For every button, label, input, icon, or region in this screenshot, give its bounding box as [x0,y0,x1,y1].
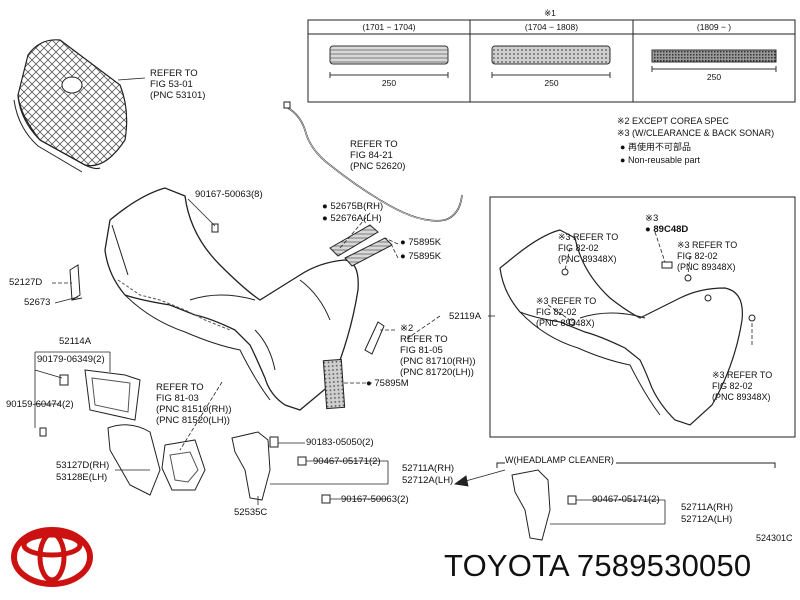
label-52535c: 52535C [234,507,268,518]
table-dim-2: 250 [544,78,559,88]
label-52712a: 52712A(LH) [402,475,454,486]
bullet-icon: ● [620,155,626,165]
label-90467b: 90467-05171(2) [592,494,660,505]
molding-variant-1 [329,45,449,65]
label-52127d: 52127D [9,277,43,288]
label-90179: 90179-06349(2) [37,354,105,365]
label-75895k-2: ● 75895K [400,251,442,262]
label-52676a: ● 52676A(LH) [322,213,382,224]
table-range-1: (1701 − 1704) [362,22,416,32]
label-89c48d: ※3● 89C48D [645,213,689,235]
label-90183: 90183-05050(2) [306,437,374,448]
toyota-logo [11,527,93,587]
molding-variant-3 [651,49,777,63]
part-number: 7589530050 [576,548,752,583]
brand-name: TOYOTA [444,548,569,583]
grille-illustration [13,39,146,173]
label-52711a: 52711A(RH) [402,463,455,474]
label-bolt-top: 90167-50063(8) [195,189,263,200]
label-53127d: 53127D(RH) [56,460,110,471]
label-52119a: 52119A [449,311,482,322]
label-53128e: 53128E(LH) [56,472,108,483]
sonar-inset [489,196,796,438]
bullet-icon: ● [620,142,626,152]
label-52673: 52673 [24,297,51,308]
legend-note-2: ※3 (W/CLEARANCE & BACK SONAR) [617,128,775,138]
label-52711a-b: 52711A(RH) [681,502,734,513]
molding-variant-2 [491,45,611,65]
diagram-code: 524301C [756,533,793,543]
table-marker: ※1 [544,8,556,18]
table-dim-1: 250 [381,78,397,88]
headlamp-cleaner-inset [496,462,776,541]
part-caption: TOYOTA 7589530050 [444,548,751,584]
label-75895k-1: ● 75895K [400,237,442,248]
bumper-cover [104,187,359,411]
molding-parts [322,224,393,410]
leader-lines [34,198,506,505]
label-75895m: ● 75895M [366,378,409,389]
label-headlamp-cleaner: W(HEADLAMP CLEANER) [505,455,616,466]
label-90159: 90159-60474(2) [6,399,74,410]
label-52675b: ● 52675B(RH) [322,201,384,212]
label-90167b: 90167-50063(2) [341,494,409,505]
legend-note-1: ※2 EXCEPT COREA SPEC [617,116,729,126]
table-range-3: (1809 − ) [696,22,732,32]
table-dim-3: 250 [706,72,722,82]
legend-item-1: ● 再使用不可部品 [620,142,691,152]
left-small-parts [39,223,331,504]
label-90467a: 90467-05171(2) [313,456,381,467]
molding-table [307,19,796,103]
harness-wire [283,101,463,222]
label-52712a-b: 52712A(LH) [681,514,733,525]
label-52114a: 52114A [59,336,92,347]
table-range-2: (1704 − 1808) [524,22,579,32]
legend-item-2: ● Non-reusable part [620,155,700,165]
